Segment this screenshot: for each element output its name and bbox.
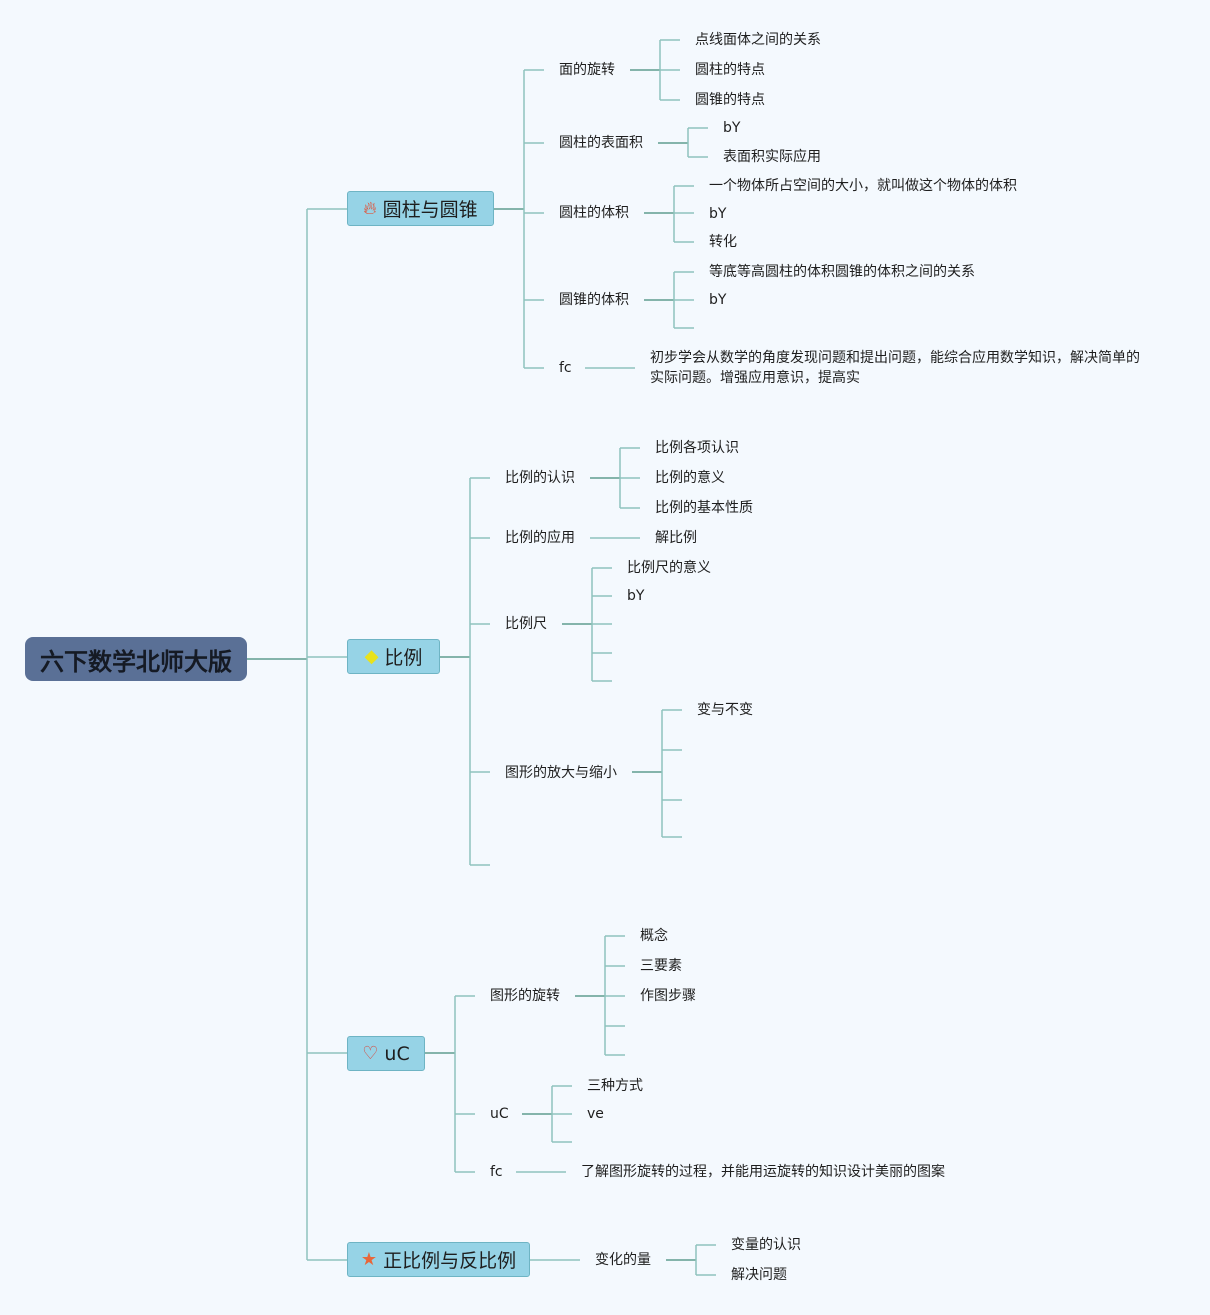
leaf[interactable]: 变与不变 [697, 702, 753, 718]
fire-icon: 🔥︎ [363, 197, 377, 219]
leaf[interactable]: 转化 [709, 234, 737, 250]
subtopic[interactable]: 图形的旋转 [490, 988, 560, 1004]
leaf[interactable]: bY [709, 206, 727, 222]
leaf[interactable]: 比例的意义 [655, 470, 725, 486]
topic-cylinder-cone[interactable]: 🔥︎ 圆柱与圆锥 [347, 191, 494, 226]
subtopic[interactable]: fc [490, 1164, 503, 1180]
leaf[interactable]: 比例各项认识 [655, 440, 739, 456]
leaf[interactable]: 圆锥的特点 [695, 92, 765, 108]
topic-proportion[interactable]: ★ 正比例与反比例 [347, 1242, 530, 1277]
subtopic[interactable]: 圆锥的体积 [559, 292, 629, 308]
topic-label: 比例 [384, 647, 423, 669]
topic-label: 正比例与反比例 [383, 1250, 517, 1272]
subtopic[interactable]: 圆柱的体积 [559, 205, 629, 221]
subtopic[interactable]: 圆柱的表面积 [559, 135, 643, 151]
leaf[interactable]: 点线面体之间的关系 [695, 32, 821, 48]
subtopic[interactable]: 变化的量 [595, 1252, 651, 1268]
leaf[interactable]: ve [587, 1106, 604, 1122]
root-node[interactable]: 六下数学北师大版 [25, 637, 247, 681]
subtopic[interactable]: 图形的放大与缩小 [505, 765, 617, 781]
topic-label: uC [384, 1042, 410, 1065]
root-label: 六下数学北师大版 [40, 647, 232, 676]
leaf[interactable]: bY [723, 120, 741, 136]
leaf-note[interactable]: 了解图形旋转的过程，并能用运旋转的知识设计美丽的图案 [581, 1164, 945, 1180]
subtopic[interactable]: 比例尺 [505, 616, 547, 632]
leaf[interactable]: 变量的认识 [731, 1237, 801, 1253]
leaf[interactable]: 等底等高圆柱的体积圆锥的体积之间的关系 [709, 264, 975, 280]
leaf[interactable]: 概念 [640, 928, 668, 944]
leaf[interactable]: 解决问题 [731, 1267, 787, 1283]
leaf[interactable]: bY [709, 292, 727, 308]
leaf[interactable]: 三种方式 [587, 1078, 643, 1094]
topic-rotation[interactable]: ♡ uC [347, 1036, 425, 1071]
leaf[interactable]: 作图步骤 [640, 988, 696, 1004]
topic-label: 圆柱与圆锥 [382, 199, 478, 221]
heart-icon: ♡ [362, 1042, 379, 1064]
leaf[interactable]: 解比例 [655, 530, 697, 546]
leaf[interactable]: 三要素 [640, 958, 682, 974]
star-icon: ★ [360, 1248, 378, 1270]
leaf[interactable]: 表面积实际应用 [723, 149, 821, 165]
leaf[interactable]: 一个物体所占空间的大小，就叫做这个物体的体积 [709, 178, 1017, 194]
subtopic[interactable]: 比例的应用 [505, 530, 575, 546]
subtopic[interactable]: uC [490, 1106, 509, 1122]
leaf-note[interactable]: 初步学会从数学的角度发现问题和提出问题，能综合应用数学知识，解决简单的实际问题。… [650, 350, 1140, 386]
subtopic[interactable]: fc [559, 360, 572, 376]
subtopic[interactable]: 比例的认识 [505, 470, 575, 486]
leaf[interactable]: bY [627, 588, 645, 604]
topic-ratio[interactable]: ◆ 比例 [347, 639, 440, 674]
leaf[interactable]: 比例尺的意义 [627, 560, 711, 576]
diamond-icon: ◆ [364, 645, 379, 667]
leaf[interactable]: 比例的基本性质 [655, 500, 753, 516]
subtopic[interactable]: 面的旋转 [559, 62, 615, 78]
leaf[interactable]: 圆柱的特点 [695, 62, 765, 78]
